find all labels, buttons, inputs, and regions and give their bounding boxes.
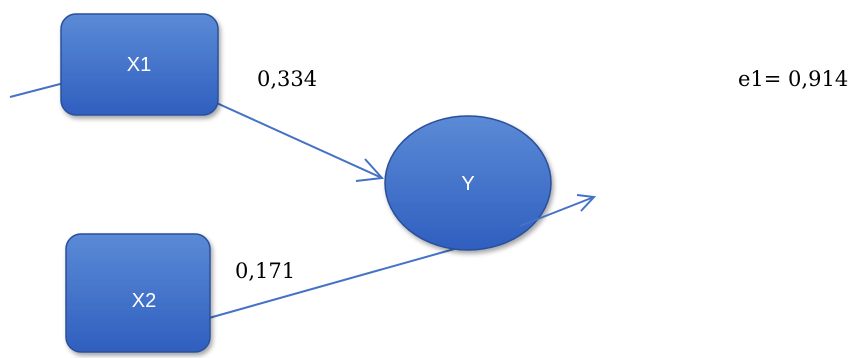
coefficient-x1-to-y: 0,334 xyxy=(257,67,317,91)
arrow-x2-to-y xyxy=(208,245,466,319)
coefficient-x2-to-y: 0,171 xyxy=(235,259,295,283)
node-x1-label: X1 xyxy=(127,54,151,76)
input-arrow-x1 xyxy=(9,82,65,98)
arrow-y-output xyxy=(519,194,597,227)
arrow-x1-to-y xyxy=(209,99,385,182)
node-x2: X2 xyxy=(65,233,211,353)
node-y-label: Y xyxy=(461,173,474,195)
node-x1: X1 xyxy=(60,13,219,116)
error-term-label: e1= 0,914 xyxy=(738,67,848,91)
node-y: Y xyxy=(384,115,552,251)
node-x2-label: X2 xyxy=(132,290,156,312)
